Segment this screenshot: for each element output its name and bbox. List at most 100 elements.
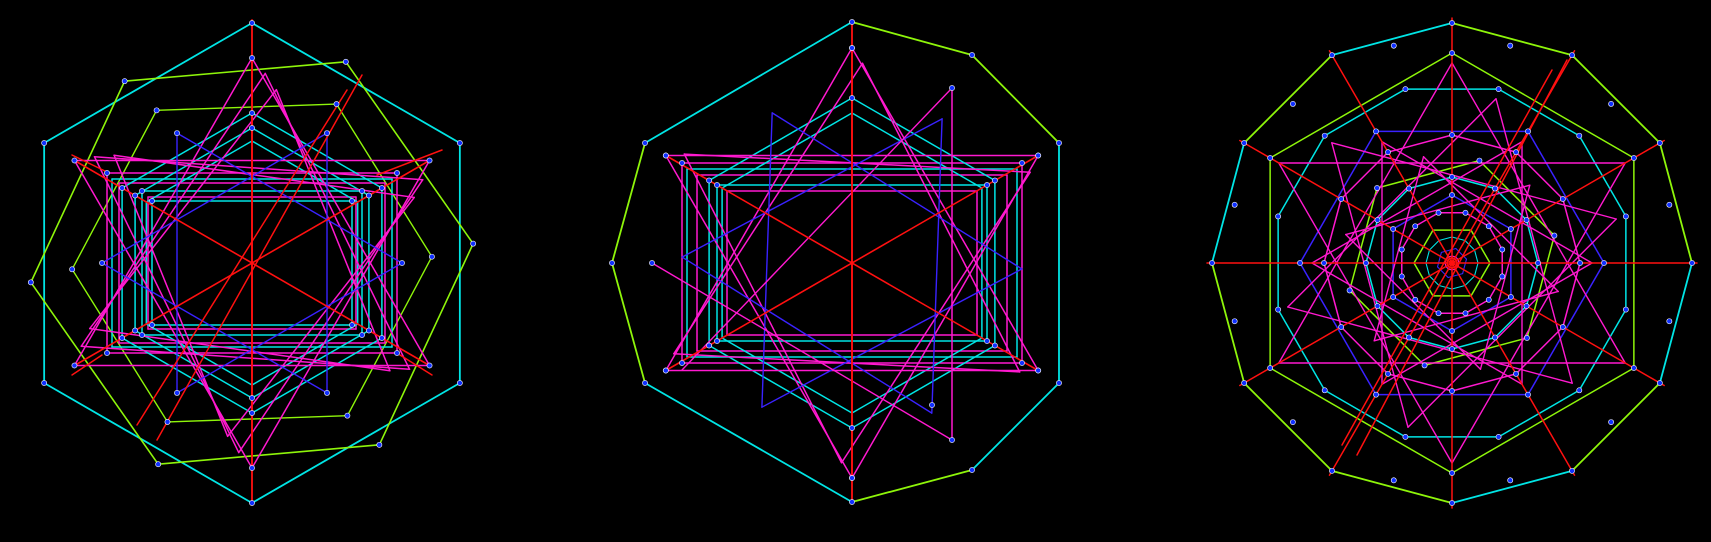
inner-hexagon-edge [251,329,370,399]
vertex-dot [849,19,855,25]
vertex-dot [1666,318,1673,325]
vertex-dot [1523,217,1530,223]
vertex-dot [991,342,998,349]
vertex-dot [366,192,372,199]
vertex-dot [706,177,713,184]
vertex-dot [662,367,669,374]
vertex-dot [456,380,463,386]
nested-polygon-edge [1473,249,1479,264]
outer-dodecagon-edge [1243,54,1333,144]
vertex-dot [1390,294,1397,300]
vertex-dot [1321,132,1328,139]
lime-ring-edge [166,414,349,423]
nested-polygon-edge [1451,176,1496,190]
inner-hexagon-edge [851,97,996,182]
outer-dodecagon-edge [1211,142,1246,264]
outer-boundary-edge [644,382,853,503]
nested-polygon-edge [1340,151,1389,200]
nested-polygon-edge [1376,159,1481,189]
inner-hexagon-edge [134,127,253,197]
nested-polygon-edge [1515,326,1564,375]
vertex-dot [1449,470,1455,476]
vertex-dot [649,260,655,266]
vertex-dot [642,140,648,146]
vertex-dot [349,198,355,204]
vertex-dot [1449,388,1455,394]
vertex-dot [1374,185,1380,191]
lime-ring-edge [378,242,474,446]
vertex-dot [249,110,255,116]
vertex-dot [470,240,477,247]
vertex-dot [1513,149,1519,156]
vertex-dot [1056,140,1062,146]
vertex-dot [849,425,855,431]
red-spoke [1328,50,1576,476]
vertex-dot [1523,303,1530,309]
vertex-dot [1398,246,1405,253]
vertex-dot [324,130,330,136]
vertex-dot [1495,433,1502,440]
outer-dodecagon-edge [1211,262,1246,384]
vertex-dot [1630,155,1637,161]
vertex-dot [249,465,255,471]
nested-polygon-edge [1562,198,1581,264]
vertex-dot [1608,419,1614,425]
vertex-dot [1576,132,1583,139]
outer-boundary-edge [971,54,1060,144]
vertex-dot [1390,42,1397,49]
vertex-dot [342,58,349,65]
nested-polygon-edge [1408,336,1453,350]
vertex-dot [249,20,255,26]
nested-polygon-edge [1455,247,1468,260]
nested-polygon-edge [1562,262,1581,328]
vertex-dot [1569,467,1575,474]
vertex-dot [1449,20,1455,26]
vertex-dot [426,362,433,369]
vertex-dot [1449,50,1455,56]
figure-left [27,19,477,506]
red-diagonal [1341,69,1553,446]
vertex-dot [1329,52,1335,59]
star-edge [683,153,843,464]
inner-hexagon-edge [251,127,370,197]
lime-ring-edge [335,103,433,258]
vertex-dot [1275,306,1282,313]
outer-dodecagon-edge [1571,382,1661,472]
outer-dodecagon-edge [1243,382,1333,472]
nested-polygon-edge [1478,159,1556,237]
vertex-dot [1241,380,1248,386]
vertex-dot [1689,260,1695,266]
vertex-dot [1485,223,1492,230]
inner-hexagon-edge [851,337,983,414]
star-edge [101,262,328,394]
vertex-dot [1601,260,1607,266]
vertex-dot [249,395,255,401]
vertex-dot [41,380,48,386]
vertex-dot [1622,306,1629,313]
nested-polygon-edge [1438,236,1453,242]
vertex-dot [139,188,145,194]
lime-ring-edge [30,80,126,284]
red-spur [399,354,433,376]
vertex-dot [1449,500,1455,506]
vertex-dot [349,322,355,328]
vertex-dot [71,362,78,369]
outer-dodecagon-edge [1331,469,1453,504]
vertex-dot [642,380,648,386]
vertex-dot [1525,391,1531,398]
inner-hexagon-edge [708,97,853,182]
vertex-dot [714,182,720,188]
inner-hexagon-edge [721,337,853,414]
star-edge [771,112,1023,270]
vertex-dot [1385,149,1391,156]
vertex-dot [376,441,383,448]
lime-ring-edge [346,256,433,417]
vertex-dot [1569,52,1575,59]
lime-ring-edge [71,109,158,270]
inner-hexagon-edge [851,344,996,429]
vertex-dot [394,350,400,356]
lime-ring-edge [30,281,159,466]
vertex-dot [1492,185,1498,192]
